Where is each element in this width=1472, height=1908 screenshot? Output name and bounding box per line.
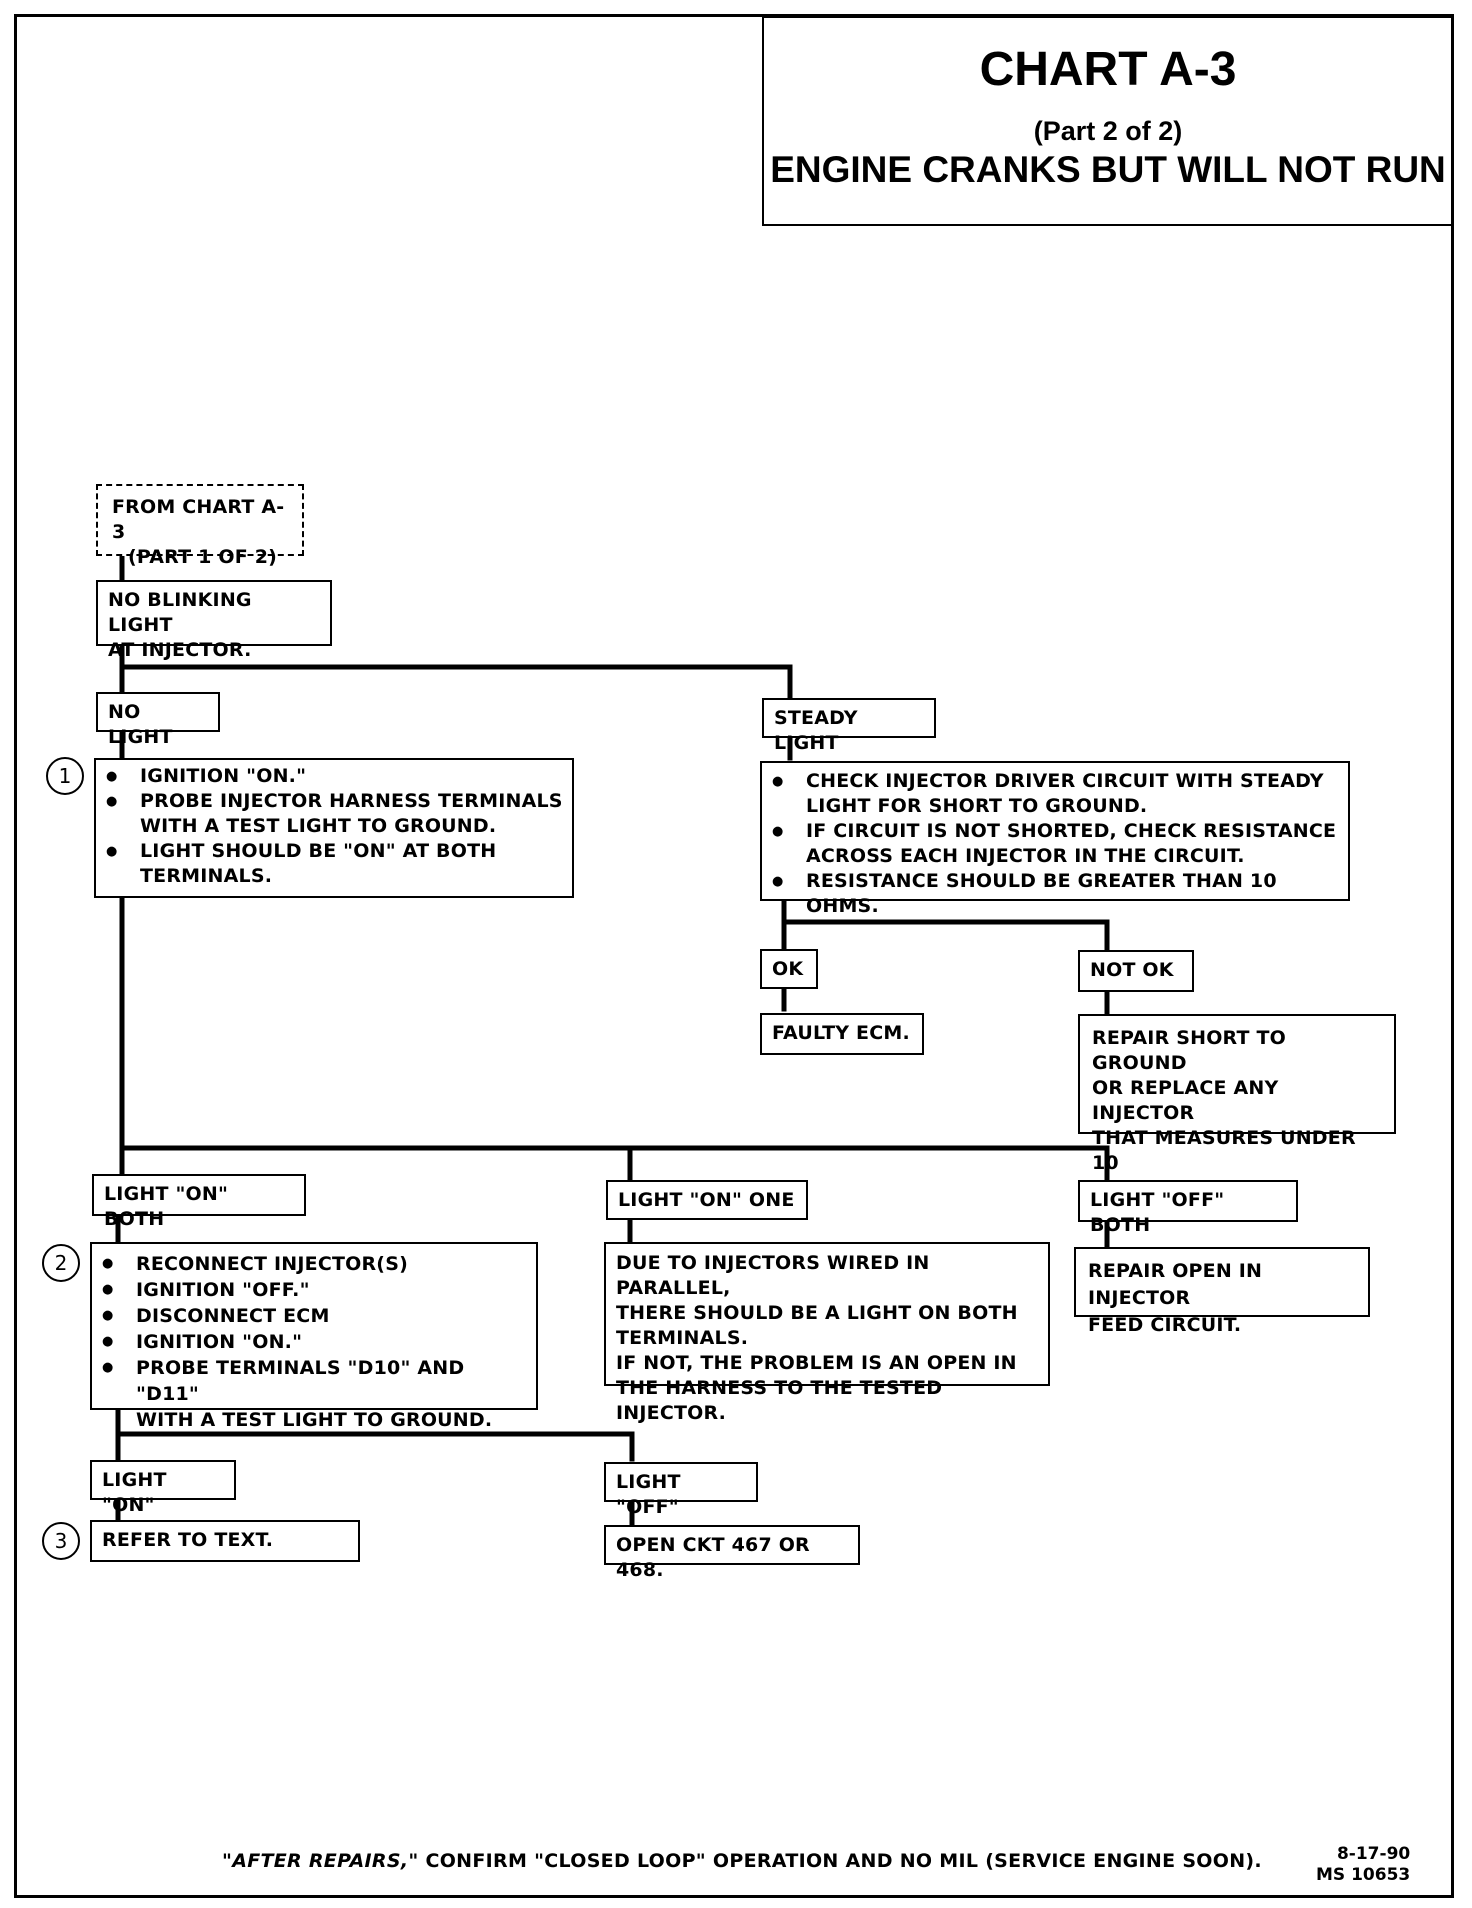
- light-off-both-label: LIGHT "OFF" BOTH: [1078, 1180, 1298, 1236]
- footer-note: "AFTER REPAIRS," CONFIRM "CLOSED LOOP" O…: [222, 1850, 1262, 1872]
- step-1-box: IGNITION "ON." PROBE INJECTOR HARNESS TE…: [94, 758, 574, 898]
- steady-check-bullet: CHECK INJECTOR DRIVER CIRCUIT WITH STEAD…: [770, 769, 1340, 819]
- light-on-both-label: LIGHT "ON" BOTH: [92, 1174, 306, 1230]
- step-2-marker: 2: [42, 1244, 80, 1282]
- document-stamp: 8-17-90 MS 10653: [1316, 1844, 1411, 1885]
- steady-check-box: CHECK INJECTOR DRIVER CIRCUIT WITH STEAD…: [760, 761, 1350, 917]
- chart-subtitle: ENGINE CRANKS BUT WILL NOT RUN: [770, 149, 1446, 190]
- light-off-label: LIGHT "OFF": [604, 1462, 758, 1518]
- from-chart-box: FROM CHART A-3 (PART 1 OF 2): [96, 484, 304, 568]
- step-1-bullet: IGNITION "ON.": [104, 764, 564, 789]
- step-2-bullet: PROBE TERMINALS "D10" AND "D11"WITH A TE…: [100, 1355, 528, 1433]
- chart-title: CHART A-3: [979, 43, 1237, 96]
- step-2-bullet: RECONNECT INJECTOR(S): [100, 1251, 528, 1277]
- steady-check-bullet: IF CIRCUIT IS NOT SHORTED, CHECK RESISTA…: [770, 819, 1340, 869]
- step-3-marker: 3: [42, 1522, 80, 1560]
- footer-rest: CONFIRM "CLOSED LOOP" OPERATION AND NO M…: [418, 1850, 1262, 1872]
- no-blinking-box: NO BLINKING LIGHT AT INJECTOR.: [96, 580, 332, 661]
- step-2-bullet: IGNITION "ON.": [100, 1329, 528, 1355]
- step-2-box: RECONNECT INJECTOR(S) IGNITION "OFF." DI…: [90, 1242, 538, 1431]
- light-on-one-label: LIGHT "ON" ONE: [606, 1180, 808, 1220]
- not-ok-label: NOT OK: [1078, 950, 1194, 992]
- step-1-marker: 1: [46, 757, 84, 795]
- footer-prefix: "AFTER REPAIRS,": [222, 1850, 419, 1872]
- page-frame: [14, 14, 1454, 1898]
- ok-label: OK: [760, 949, 818, 989]
- open-ckt-box: OPEN CKT 467 OR 468.: [604, 1525, 860, 1581]
- steady-light-label: STEADY LIGHT: [762, 698, 936, 754]
- steady-check-bullet: RESISTANCE SHOULD BE GREATER THAN 10 OHM…: [770, 869, 1340, 919]
- no-light-label: NO LIGHT: [96, 692, 220, 748]
- faulty-ecm-box: FAULTY ECM.: [760, 1013, 924, 1055]
- step-2-bullet: IGNITION "OFF.": [100, 1277, 528, 1303]
- chart-title-box: CHART A-3 (Part 2 of 2) ENGINE CRANKS BU…: [762, 16, 1454, 226]
- chart-part: (Part 2 of 2): [1033, 116, 1183, 146]
- light-on-label: LIGHT "ON": [90, 1460, 236, 1516]
- step-2-bullet: DISCONNECT ECM: [100, 1303, 528, 1329]
- repair-short-box: REPAIR SHORT TO GROUND OR REPLACE ANY IN…: [1078, 1014, 1396, 1199]
- repair-open-box: REPAIR OPEN IN INJECTOR FEED CIRCUIT.: [1074, 1247, 1370, 1336]
- parallel-note-box: DUE TO INJECTORS WIRED IN PARALLEL, THER…: [604, 1242, 1050, 1424]
- refer-to-text-box: REFER TO TEXT.: [90, 1520, 360, 1562]
